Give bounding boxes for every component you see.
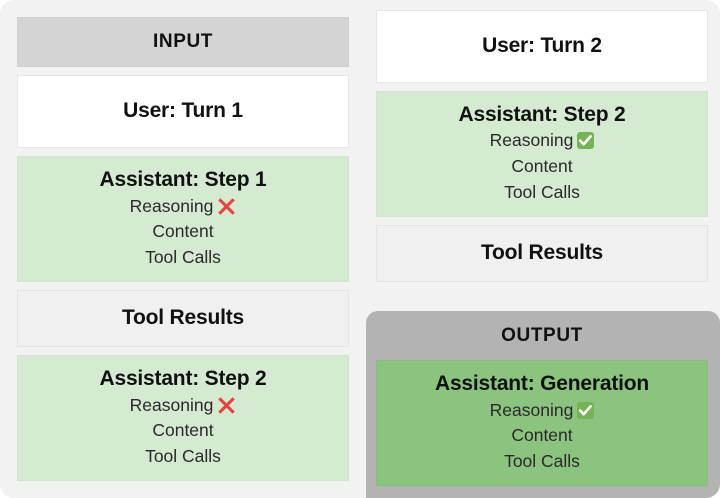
- assistant-step-1-line: Tool Calls: [24, 245, 342, 271]
- assistant-step-2-line-label: Reasoning: [129, 394, 214, 415]
- assistant-generation-line: Reasoning: [383, 398, 701, 424]
- assistant-step-2-line: Reasoning: [24, 393, 342, 419]
- cross-mark-icon: [217, 396, 236, 414]
- output-header: OUTPUT: [376, 319, 708, 354]
- user-turn-1: User: Turn 1: [17, 75, 349, 148]
- assistant-step-2-right-line-label: Content: [511, 155, 573, 176]
- assistant-step-1-line: Reasoning: [24, 194, 342, 220]
- input-header-title: INPUT: [153, 31, 213, 52]
- user-turn-2: User: Turn 2: [376, 10, 708, 83]
- assistant-step-1-line: Content: [24, 219, 342, 245]
- assistant-step-2-line: Tool Calls: [24, 444, 342, 470]
- user-turn-2-title: User: Turn 2: [482, 34, 602, 57]
- assistant-step-2-right-line-label: Reasoning: [489, 130, 574, 151]
- assistant-generation-line: Tool Calls: [383, 449, 701, 475]
- assistant-step-2-right-line: Content: [383, 154, 701, 180]
- assistant-step-1-title: Assistant: Step 1: [99, 167, 267, 191]
- assistant-step-1-line-label: Tool Calls: [145, 246, 221, 267]
- user-turn-1-title: User: Turn 1: [123, 99, 243, 123]
- assistant-step-2-right-title: Assistant: Step 2: [458, 102, 626, 126]
- assistant-step-2-line-label: Content: [152, 420, 214, 441]
- assistant-step-1-line-label: Content: [152, 221, 214, 242]
- tool-results-2-title: Tool Results: [480, 241, 604, 265]
- assistant-generation-line-label: Reasoning: [489, 399, 574, 420]
- assistant-generation-line-label: Tool Calls: [504, 450, 580, 471]
- assistant-step-2-title: Assistant: Step 2: [99, 366, 267, 390]
- assistant-step-2-right-line: Tool Calls: [383, 180, 701, 206]
- tool-results-1: Tool Results: [17, 290, 349, 347]
- tool-results-1-title: Tool Results: [121, 306, 245, 330]
- assistant-step-2-right-line: Reasoning: [383, 128, 701, 154]
- assistant-step-2-line: Content: [24, 418, 342, 444]
- check-mark-button-icon: [577, 132, 595, 150]
- assistant-step-2-line-label: Tool Calls: [145, 445, 221, 466]
- input-column: INPUT User: Turn 1 Assistant: Step 1 Reason…: [17, 17, 349, 482]
- tool-results-2: Tool Results: [376, 225, 708, 282]
- assistant-generation-line-label: Content: [511, 425, 573, 446]
- assistant-step-1-line-label: Reasoning: [129, 195, 214, 216]
- assistant-generation-title: Assistant: Generation: [434, 372, 649, 396]
- check-mark-button-icon: [577, 401, 595, 419]
- assistant-step-2-right-line-label: Tool Calls: [504, 181, 580, 202]
- cross-mark-icon: [217, 197, 236, 215]
- assistant-generation-line: Content: [383, 423, 701, 449]
- input-header: INPUT: [17, 17, 349, 68]
- output-header-label: OUTPUT: [501, 325, 583, 346]
